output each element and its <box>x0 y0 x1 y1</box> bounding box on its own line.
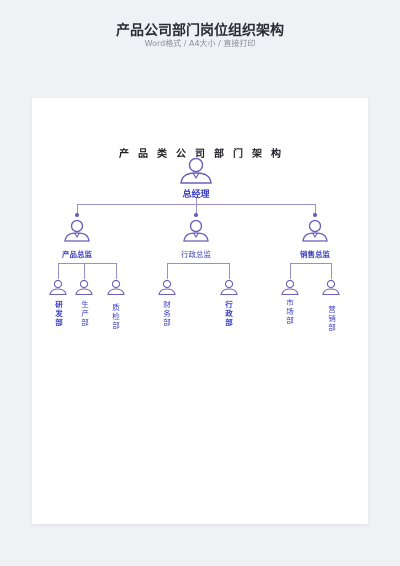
node-root-label: 总经理 <box>182 190 210 200</box>
person-icon-director <box>302 219 328 242</box>
connector <box>290 263 291 279</box>
node-dept-label: 市场部 <box>286 298 294 325</box>
connector-root <box>196 198 197 204</box>
connector <box>167 263 168 279</box>
connector-dot <box>75 213 79 217</box>
page-subtitle: Word格式 / A4大小 / 直接打印 <box>144 39 256 48</box>
connector-group-sales <box>290 263 331 264</box>
connector <box>58 263 59 279</box>
person-icon-director <box>64 219 90 242</box>
node-dept-label: 质检部 <box>112 303 120 330</box>
connector-dot <box>313 213 317 217</box>
person-icon-dept <box>75 279 93 295</box>
node-director-label: 行政总监 <box>181 250 211 259</box>
connector-group-product <box>58 263 116 264</box>
connector-d1 <box>77 204 78 214</box>
connector-dot <box>194 213 198 217</box>
person-icon-dept <box>107 279 125 295</box>
document-page: 产品类公司部门架构 总经理 产品总监 行政总监 销售总监 <box>32 98 368 524</box>
person-icon-dept <box>158 279 176 295</box>
person-icon-root <box>180 157 212 184</box>
node-dept-label: 财务部 <box>163 300 171 327</box>
person-icon-dept <box>322 279 340 295</box>
chart-title: 产品类公司部门架构 <box>119 149 290 160</box>
person-icon-dept <box>281 279 299 295</box>
person-icon-dept <box>220 279 238 295</box>
connector <box>116 263 117 279</box>
node-director-label: 销售总监 <box>300 250 330 259</box>
person-icon-dept <box>49 279 67 295</box>
node-dept-label: 行政部 <box>225 300 233 327</box>
connector <box>229 263 230 279</box>
connector <box>84 263 85 279</box>
node-dept-label: 生产部 <box>81 300 89 327</box>
node-dept-label: 营销部 <box>328 305 336 332</box>
person-icon-director <box>183 219 209 242</box>
connector-d2 <box>196 204 197 214</box>
connector <box>331 263 332 279</box>
node-director-label: 产品总监 <box>62 250 92 259</box>
connector-d3 <box>315 204 316 214</box>
node-dept-label: 研发部 <box>55 300 63 327</box>
page-title: 产品公司部门岗位组织架构 <box>116 23 284 39</box>
connector-group-admin <box>167 263 229 264</box>
